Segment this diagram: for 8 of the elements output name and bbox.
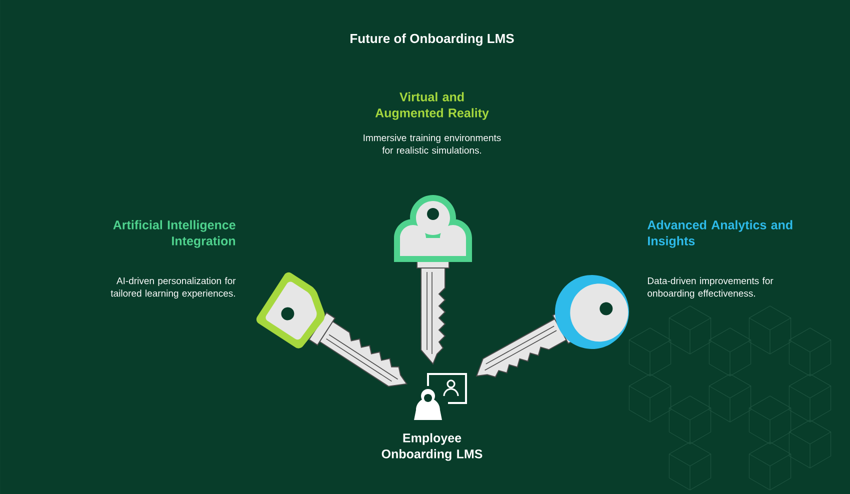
description: Immersive training environments for realistic simulations. <box>364 134 501 154</box>
heading: Advanced Analytics and Insights <box>648 220 792 248</box>
heading: Employee Onboarding LMS <box>382 433 482 461</box>
description: AI-driven personalization for tailored learning experiences. <box>110 277 236 299</box>
heading: Artificial Intelligence Integration <box>113 220 236 248</box>
heading: Virtual and Augmented Reality <box>375 92 489 120</box>
title: Future of Onboarding LMS <box>350 34 514 46</box>
description: Data-driven improvements for onboarding effectiveness. <box>648 277 774 299</box>
